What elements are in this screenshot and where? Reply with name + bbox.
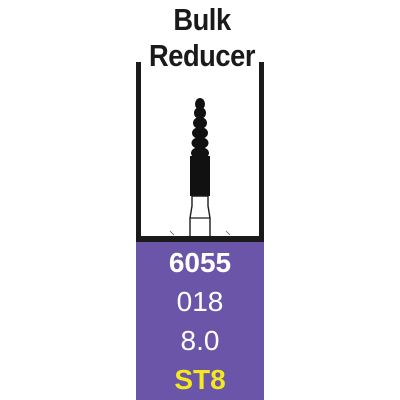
tapered-diamond-bur-icon (170, 98, 230, 238)
head-length: 8.0 (180, 325, 220, 356)
head-size: 018 (176, 286, 224, 317)
product-name-line-1: Bulk (173, 2, 231, 37)
spec-panel (136, 242, 264, 400)
product-name-line-2: Reducer (148, 38, 256, 73)
product-code: 6055 (168, 247, 232, 278)
panel-top-bar (136, 236, 264, 242)
shank-type-label: ST8 (174, 364, 226, 395)
frame-left (136, 62, 141, 400)
frame-right (259, 62, 264, 400)
